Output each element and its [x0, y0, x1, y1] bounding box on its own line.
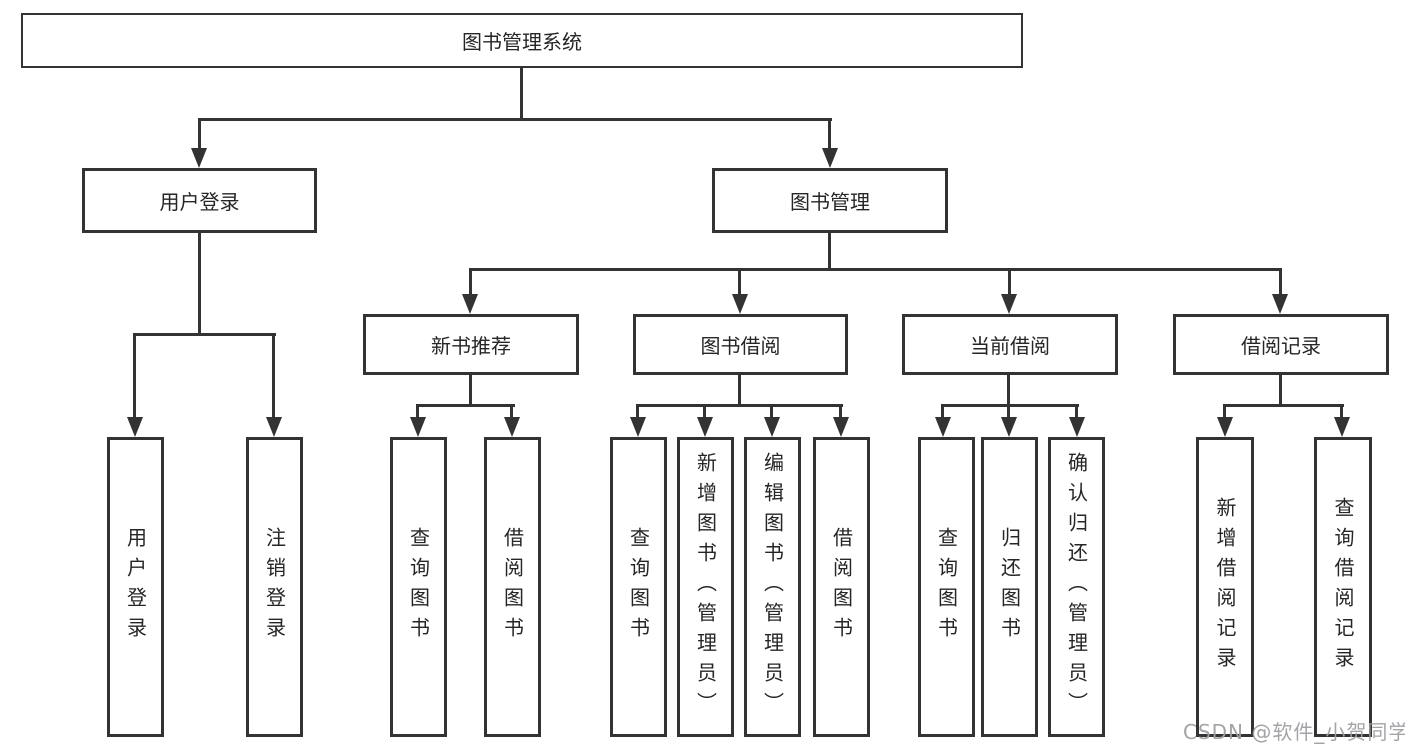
connector-line: [469, 268, 1282, 271]
connector-line: [272, 333, 275, 421]
arrow-down-icon: [764, 417, 780, 437]
connector-line: [1223, 404, 1226, 420]
connector-line: [1075, 404, 1078, 420]
connector-line: [839, 404, 842, 420]
connector-line: [1007, 375, 1010, 407]
connector-line: [738, 375, 741, 407]
leaf-label: 查询图书: [406, 527, 431, 647]
leaf-label: 新增图书（管理员）: [693, 452, 718, 722]
arrow-down-icon: [1001, 417, 1017, 437]
node-book-borrowing: 图书借阅: [633, 314, 848, 375]
node-new-book-recommend: 新书推荐: [363, 314, 579, 375]
connector-line: [828, 118, 831, 150]
connector-line: [469, 375, 472, 407]
arrow-down-icon: [697, 417, 713, 437]
arrow-down-icon: [822, 148, 838, 168]
leaf-label: 借阅图书: [500, 527, 525, 647]
connector-line: [1008, 268, 1011, 296]
arrow-down-icon: [504, 417, 520, 437]
connector-line: [133, 333, 136, 421]
connector-line: [770, 404, 773, 420]
node-label: 图书借阅: [700, 334, 781, 358]
leaf-label: 注销登录: [262, 527, 287, 647]
leaf-borrow-books-recommend: 借阅图书: [484, 437, 541, 737]
connector-line: [1223, 404, 1344, 407]
leaf-query-books-current: 查询图书: [918, 437, 975, 737]
connector-line: [1007, 404, 1010, 420]
arrow-down-icon: [462, 294, 478, 314]
arrow-down-icon: [410, 417, 426, 437]
arrow-down-icon: [266, 417, 282, 437]
connector-line: [941, 404, 944, 420]
node-label: 当前借阅: [970, 334, 1050, 358]
arrow-down-icon: [833, 417, 849, 437]
connector-line: [133, 333, 276, 336]
connector-line: [941, 404, 1079, 407]
node-label: 新书推荐: [431, 334, 511, 358]
leaf-label: 查询借阅记录: [1331, 497, 1355, 677]
leaf-edit-book-admin: 编辑图书（管理员）: [744, 437, 801, 737]
connector-line: [510, 404, 513, 420]
connector-line: [416, 404, 515, 407]
leaf-query-books-recommend: 查询图书: [390, 437, 447, 737]
arrow-down-icon: [1334, 417, 1350, 437]
connector-line: [469, 268, 472, 296]
connector-line: [828, 233, 831, 271]
leaf-logout: 注销登录: [246, 437, 303, 737]
arrow-down-icon: [1272, 294, 1288, 314]
leaf-query-books-borrowing: 查询图书: [610, 437, 667, 737]
leaf-label: 查询图书: [934, 527, 959, 647]
arrow-down-icon: [127, 417, 143, 437]
csdn-watermark: CSDN @软件_小贺同学: [1183, 720, 1405, 744]
connector-line: [636, 404, 843, 407]
leaf-label: 借阅图书: [829, 527, 854, 647]
node-label: 借阅记录: [1241, 334, 1321, 358]
connector-line: [738, 268, 741, 296]
arrow-down-icon: [1069, 417, 1085, 437]
leaf-user-login: 用户登录: [107, 437, 164, 737]
connector-line: [636, 404, 639, 420]
arrow-down-icon: [935, 417, 951, 437]
leaf-add-book-admin: 新增图书（管理员）: [677, 437, 734, 737]
node-borrowing-records: 借阅记录: [1173, 314, 1389, 375]
leaf-add-borrow-record: 新增借阅记录: [1196, 437, 1254, 737]
leaf-label: 用户登录: [123, 527, 148, 647]
arrow-down-icon: [732, 294, 748, 314]
leaf-query-borrow-record: 查询借阅记录: [1314, 437, 1372, 737]
node-book-management: 图书管理: [712, 168, 948, 233]
arrow-down-icon: [630, 417, 646, 437]
connector-line: [520, 68, 523, 120]
leaf-label: 确认归还（管理员）: [1064, 452, 1089, 722]
connector-line: [1340, 404, 1343, 420]
arrow-down-icon: [1001, 294, 1017, 314]
node-current-borrowing: 当前借阅: [902, 314, 1118, 375]
node-label: 图书管理系统: [462, 30, 582, 54]
leaf-label: 归还图书: [997, 527, 1022, 647]
leaf-label: 查询图书: [626, 527, 651, 647]
arrow-down-icon: [1217, 417, 1233, 437]
connector-line: [198, 118, 201, 150]
connector-line: [703, 404, 706, 420]
connector-line: [198, 118, 832, 121]
leaf-return-book: 归还图书: [981, 437, 1038, 737]
arrow-down-icon: [191, 148, 207, 168]
connector-line: [198, 233, 201, 336]
node-label: 图书管理: [790, 190, 870, 214]
leaf-label: 编辑图书（管理员）: [760, 452, 785, 722]
connector-line: [1279, 375, 1282, 407]
node-label: 用户登录: [159, 190, 240, 214]
connector-line: [416, 404, 419, 420]
node-user-login: 用户登录: [82, 168, 317, 233]
node-library-management-system: 图书管理系统: [21, 13, 1023, 68]
leaf-label: 新增借阅记录: [1213, 497, 1237, 677]
leaf-confirm-return-admin: 确认归还（管理员）: [1048, 437, 1105, 737]
connector-line: [1279, 268, 1282, 296]
leaf-borrow-books: 借阅图书: [813, 437, 870, 737]
